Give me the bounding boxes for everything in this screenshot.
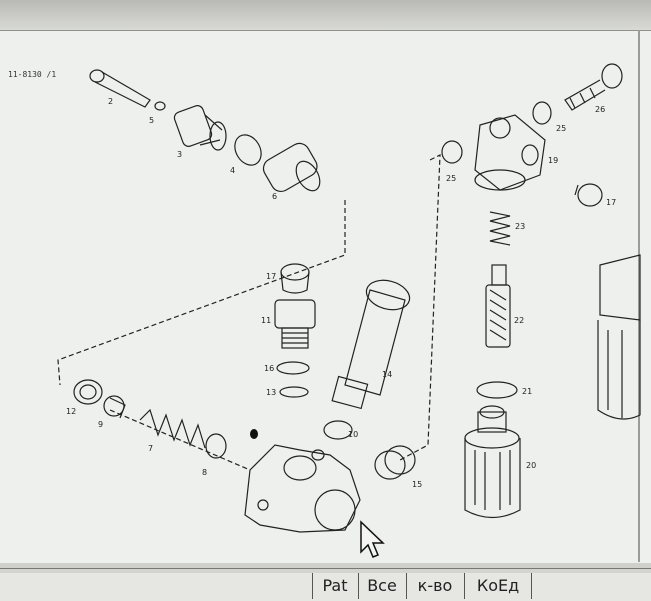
part-label: 2 (108, 97, 114, 106)
mounting-hole (250, 429, 258, 439)
part-7-spring (139, 408, 206, 449)
part-9-plug (103, 395, 126, 419)
part-20-bowl (464, 405, 521, 519)
part-label: 20 (526, 461, 537, 470)
part-label: 19 (548, 156, 559, 165)
column-header-unit[interactable]: КоЕд (464, 573, 532, 599)
assembly-line-mid (109, 409, 251, 471)
part-label: 13 (266, 388, 277, 397)
part-label: 7 (148, 444, 154, 453)
part-17-cap-right (574, 183, 603, 207)
part-label: 3 (177, 150, 183, 159)
screen-top-band (0, 0, 651, 30)
part-25-ring-left (441, 140, 463, 164)
drawing-number: 11-8130 /1 (8, 70, 57, 79)
part-label: 8 (202, 468, 208, 477)
part-11-fitting (274, 299, 316, 349)
part-4-ring (234, 134, 262, 166)
part-label: 22 (514, 316, 525, 325)
exploded-parts-diagram (57, 63, 641, 533)
part-6-sleeve (262, 142, 321, 193)
part-label: 16 (264, 364, 275, 373)
part-8-ring (205, 433, 227, 459)
part-label: 11 (261, 316, 272, 325)
part-label: 23 (515, 222, 526, 231)
part-22-strainer (485, 264, 511, 348)
part-21-ring (476, 381, 518, 399)
parts-table-header: Pat Все к-во КоЕд (0, 568, 651, 601)
column-header-pat[interactable]: Pat (312, 573, 357, 599)
part-label: 17 (266, 272, 277, 281)
part-label: 25 (446, 174, 457, 183)
sheet-border (638, 30, 640, 562)
part-label: 21 (522, 387, 533, 396)
part-2-bolt (89, 69, 151, 108)
part-label: 17 (606, 198, 617, 207)
partial-filter-assembly (597, 254, 641, 420)
part-label: 15 (412, 480, 423, 489)
header-divider (0, 569, 651, 573)
part-label: 4 (230, 166, 236, 175)
column-empty (0, 573, 310, 599)
part-16-ring (276, 361, 310, 375)
part-label: 10 (348, 430, 359, 439)
part-label: 5 (149, 116, 155, 125)
part-26-bolt (564, 63, 623, 111)
part-15-fitting (374, 445, 416, 480)
part-17-cap-center (280, 263, 310, 294)
part-5-ring (154, 101, 166, 111)
part-label: 25 (556, 124, 567, 133)
part-23-spring (489, 211, 511, 246)
drawing-sheet (0, 30, 651, 563)
part-label: 6 (272, 192, 278, 201)
part-25-ring-top (532, 101, 552, 125)
part-12-fitting (73, 379, 103, 405)
column-header-vse[interactable]: Все (358, 573, 405, 599)
part-10-ring (323, 420, 353, 440)
part-label: 12 (66, 407, 77, 416)
pump-body (244, 444, 361, 533)
part-14-hand-pump (331, 279, 411, 410)
column-header-quantity[interactable]: к-во (406, 573, 463, 599)
part-label: 26 (595, 105, 606, 114)
part-label: 9 (98, 420, 104, 429)
assembly-line-left (57, 200, 346, 386)
part-3-fitting (173, 105, 227, 151)
part-13-ring (279, 386, 309, 398)
mouse-cursor-icon (360, 520, 385, 558)
assembly-line-right (399, 154, 441, 461)
part-label: 14 (382, 370, 393, 379)
part-19-filter-head (474, 114, 546, 191)
